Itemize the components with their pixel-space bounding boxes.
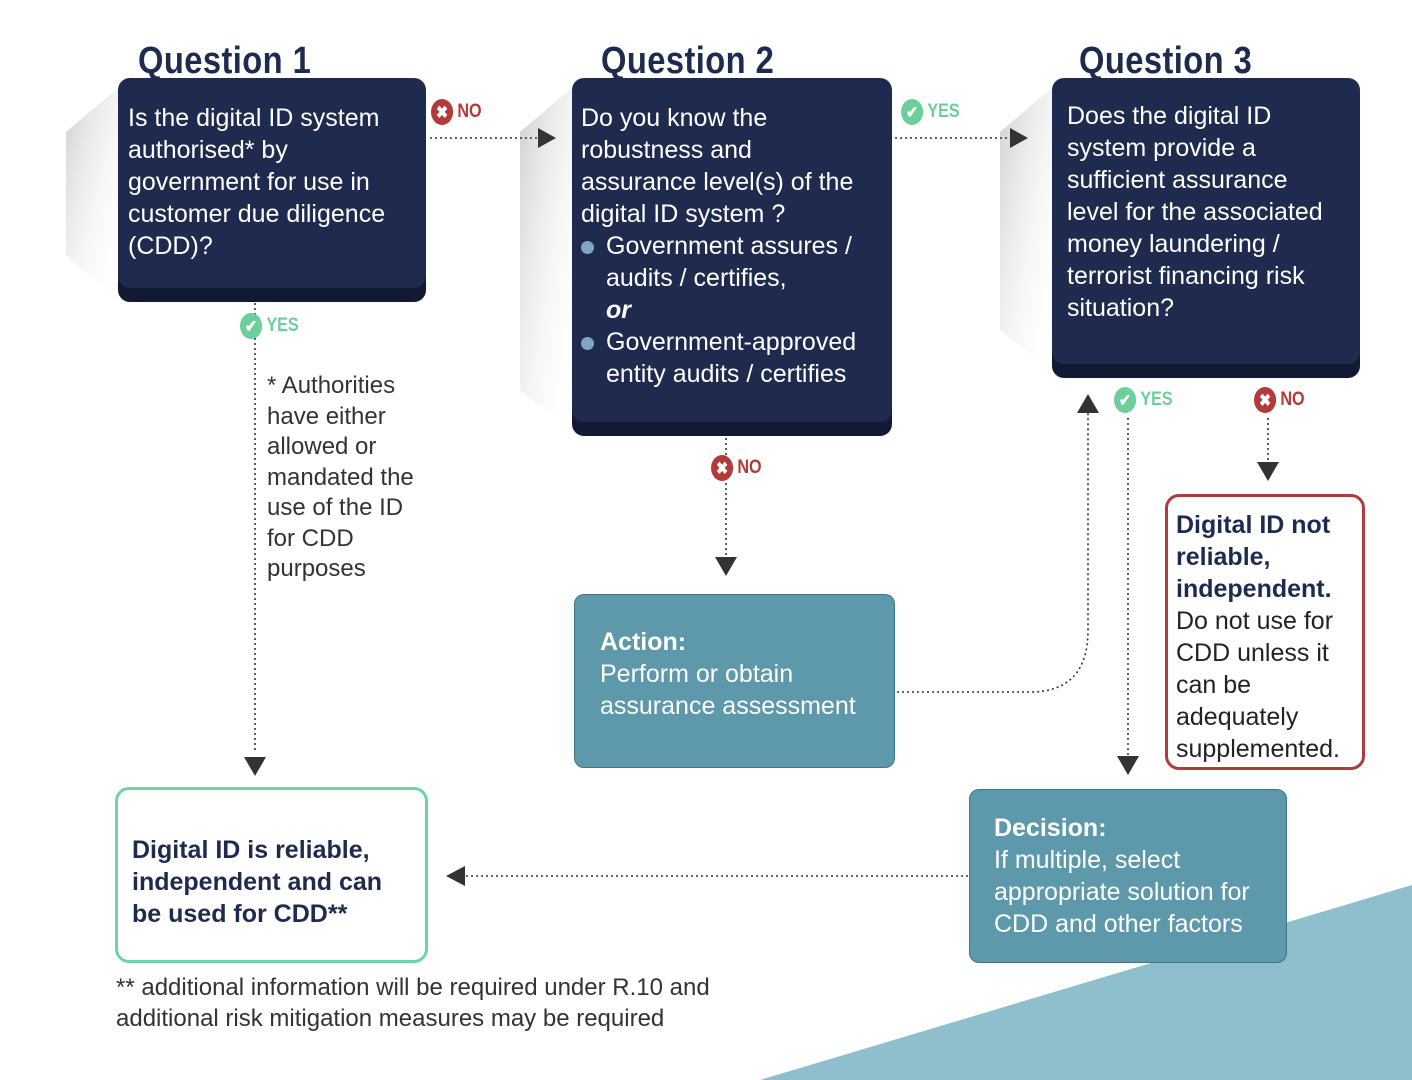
question-2-text: Do you know the robustness and assurance…	[581, 104, 854, 228]
question-2-options: Government assures / audits / certifies,…	[581, 230, 882, 390]
not-reliable-text: Do not use for CDD unless it can be adeq…	[1176, 607, 1341, 763]
q1-yes-badge: ✔YES	[240, 313, 299, 339]
footnote: ** additional information will be requir…	[116, 974, 710, 1032]
not-reliable-title: Digital ID not reliable, independent.	[1176, 511, 1332, 603]
action-text: Perform or obtain assurance assessment	[600, 660, 856, 720]
x-circle-icon: ✖	[1254, 387, 1277, 413]
question-2-option-2: Government-approved entity audits / cert…	[581, 326, 882, 390]
q1-no-badge: ✖NO	[431, 99, 482, 125]
question-2-box: Do you know the robustness and assurance…	[572, 78, 892, 422]
question-2-or: or	[606, 296, 631, 324]
arrowhead-q1-down	[244, 757, 266, 776]
reliable-box: Digital ID is reliable, independent and …	[115, 787, 428, 963]
q3-no-badge: ✖NO	[1254, 387, 1305, 413]
q1-shadow	[66, 88, 118, 300]
reliable-text: Digital ID is reliable, independent and …	[132, 836, 383, 928]
decision-title: Decision:	[994, 814, 1107, 842]
arrowhead-action-q3	[1077, 394, 1099, 413]
check-circle-icon: ✔	[901, 99, 924, 125]
not-reliable-box: Digital ID not reliable, independent. Do…	[1165, 494, 1365, 770]
arrowhead-decision-reliable	[446, 866, 465, 886]
connector-action-q3	[897, 412, 1089, 693]
decision-box: Decision: If multiple, select appropriat…	[969, 789, 1287, 963]
question-3-box: Does the digital ID system provide a suf…	[1052, 78, 1360, 364]
q2-no-badge: ✖NO	[711, 455, 762, 481]
x-circle-icon: ✖	[431, 99, 454, 125]
q2-shadow	[520, 88, 572, 430]
arrowhead-q3-yes-down	[1117, 756, 1139, 775]
bullet-dot-icon	[581, 337, 594, 350]
arrowhead-q2-down	[715, 557, 737, 576]
arrowhead-q2-q3	[1010, 128, 1028, 148]
check-circle-icon: ✔	[1114, 387, 1137, 413]
check-circle-icon: ✔	[240, 313, 263, 339]
question-3-text: Does the digital ID system provide a suf…	[1067, 102, 1323, 322]
action-title: Action:	[600, 628, 687, 656]
action-box: Action: Perform or obtain assurance asse…	[574, 594, 895, 768]
question-3-title: Question 3	[1079, 40, 1253, 82]
decision-text: If multiple, select appropriate solution…	[994, 846, 1250, 938]
authorities-note: * Authorities have either allowed or man…	[267, 372, 414, 582]
question-2-title: Question 2	[601, 40, 775, 82]
arrowhead-q1-q2	[538, 128, 556, 148]
question-1-title: Question 1	[138, 40, 312, 82]
q3-yes-badge: ✔YES	[1114, 387, 1173, 413]
question-1-text: Is the digital ID system authorised* by …	[128, 104, 386, 260]
question-2-option-1: Government assures / audits / certifies,	[581, 230, 882, 294]
question-1-box: Is the digital ID system authorised* by …	[118, 78, 426, 288]
arrowhead-q3-no-down	[1257, 462, 1279, 481]
q3-shadow	[1000, 88, 1052, 372]
q2-yes-badge: ✔YES	[901, 99, 960, 125]
x-circle-icon: ✖	[711, 455, 734, 481]
bullet-dot-icon	[581, 241, 594, 254]
